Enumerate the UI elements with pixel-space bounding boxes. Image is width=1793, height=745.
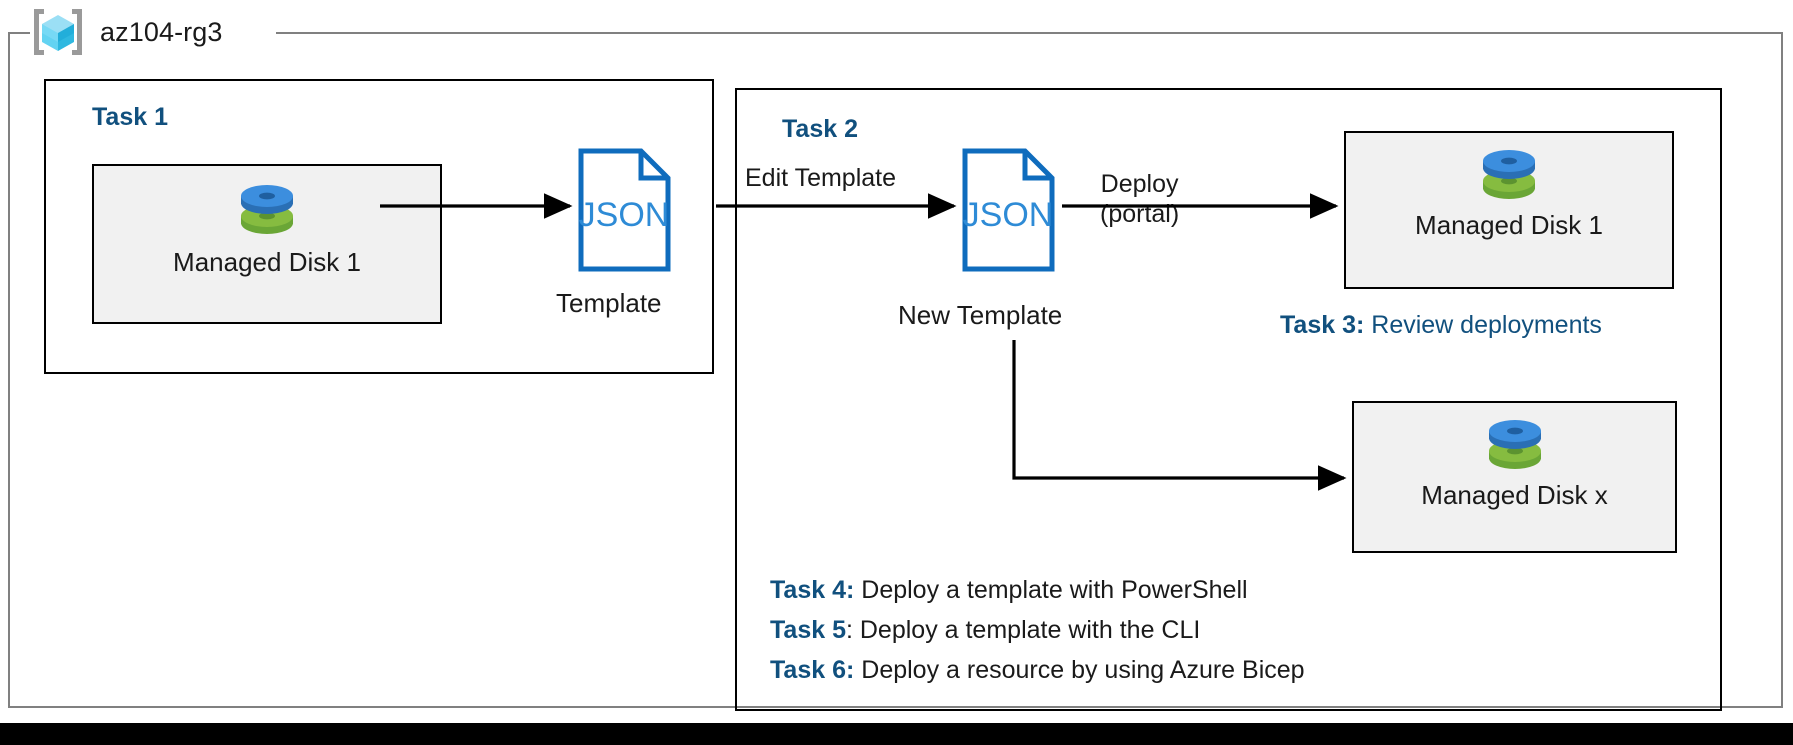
deploy-edge-label-line2: (portal) bbox=[1100, 199, 1180, 228]
task-5-note-text: : Deploy a template with the CLI bbox=[845, 616, 1201, 644]
edit-template-edge-label: Edit Template bbox=[745, 164, 897, 192]
managed-disk-icon bbox=[234, 179, 300, 241]
resource-tile-label: Managed Disk x bbox=[1421, 480, 1608, 510]
resource-tile-managed-disk-1-deployed: Managed Disk 1 bbox=[1344, 131, 1674, 289]
resource-group-frame-top-right bbox=[276, 32, 1783, 34]
task-3-note-text: Review deployments bbox=[1364, 311, 1602, 339]
task-1-panel bbox=[44, 79, 714, 374]
resource-tile-label: Managed Disk 1 bbox=[1415, 210, 1603, 240]
task-3-note: Task 3: Review deployments bbox=[1280, 313, 1602, 338]
resource-group-header: az104-rg3 bbox=[30, 0, 222, 64]
task-1-heading: Task 1 bbox=[92, 103, 168, 131]
azure-resource-group-icon bbox=[30, 6, 86, 58]
resource-tile-managed-disk-x: Managed Disk x bbox=[1352, 401, 1677, 553]
task-2-panel bbox=[735, 88, 1722, 711]
task-2-heading: Task 2 bbox=[782, 115, 858, 143]
json-template-file-icon: JSON bbox=[578, 148, 671, 277]
task-6-note-key: Task 6: bbox=[770, 656, 855, 684]
new-template-caption: New Template bbox=[898, 300, 1063, 330]
json-new-template-file-icon: JSON bbox=[962, 148, 1055, 277]
managed-disk-icon bbox=[1476, 144, 1542, 206]
json-glyph-text: JSON bbox=[963, 196, 1054, 234]
task-4-note: Task 4: Deploy a template with PowerShel… bbox=[770, 578, 1248, 603]
task-5-note: Task 5: Deploy a template with the CLI bbox=[770, 618, 1200, 643]
task-6-note-text: Deploy a resource by using Azure Bicep bbox=[854, 656, 1305, 684]
task-4-note-text: Deploy a template with PowerShell bbox=[854, 576, 1248, 604]
task-6-note: Task 6: Deploy a resource by using Azure… bbox=[770, 658, 1305, 683]
managed-disk-icon bbox=[1482, 414, 1548, 476]
resource-group-frame bbox=[8, 32, 1783, 708]
resource-tile-managed-disk-1: Managed Disk 1 bbox=[92, 164, 442, 324]
resource-tile-label: Managed Disk 1 bbox=[173, 247, 361, 277]
resource-group-frame-top-left bbox=[8, 32, 30, 34]
bottom-strip bbox=[0, 723, 1793, 745]
deploy-edge-label-line1: Deploy bbox=[1100, 170, 1179, 198]
json-glyph-text: JSON bbox=[579, 196, 670, 234]
task-5-note-key: Task 5 bbox=[770, 616, 846, 644]
task-4-note-key: Task 4: bbox=[770, 576, 855, 604]
resource-group-name: az104-rg3 bbox=[100, 16, 223, 47]
task-3-note-key: Task 3: bbox=[1280, 311, 1365, 339]
deploy-portal-edge-label: Deploy (portal) bbox=[1100, 170, 1179, 229]
template-caption: Template bbox=[556, 288, 662, 318]
